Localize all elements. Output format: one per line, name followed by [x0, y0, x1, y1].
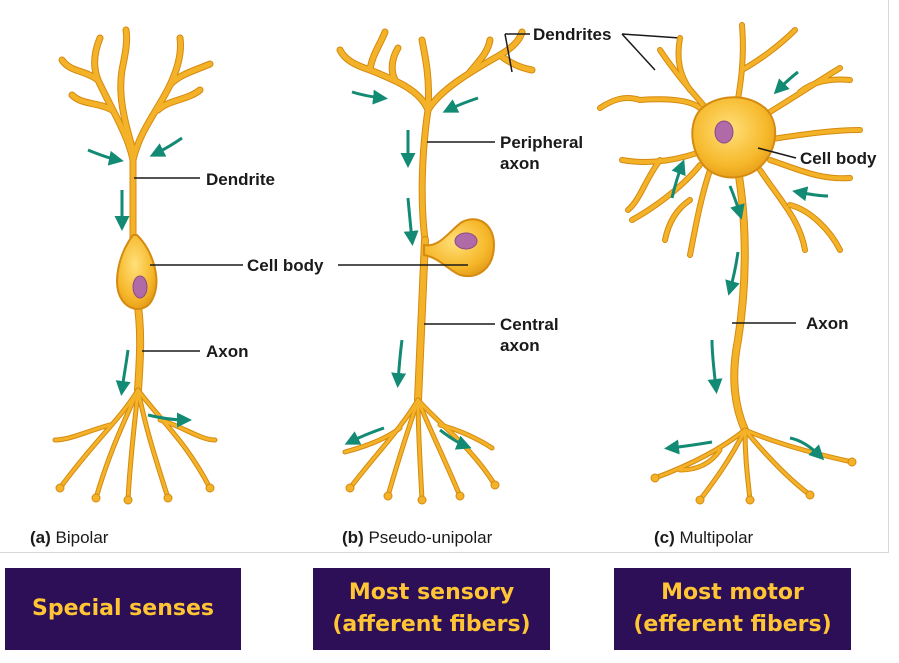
- caption-pseudo-unipolar: (b) Pseudo-unipolar: [342, 528, 492, 548]
- label-central-axon-line1: Central: [500, 315, 559, 334]
- caption-bipolar-letter: (a): [30, 528, 51, 547]
- label-central-axon-line2: axon: [500, 336, 540, 355]
- figure-bottom-border: [0, 552, 889, 553]
- caption-bipolar: (a) Bipolar: [30, 528, 108, 548]
- figure-right-border: [888, 0, 889, 553]
- label-peripheral-axon-line1: Peripheral: [500, 133, 584, 152]
- box-most-sensory-line1: Most sensory: [348, 580, 515, 605]
- label-axon-a: Axon: [206, 342, 249, 361]
- label-axon-c: Axon: [806, 314, 849, 333]
- pseudo-unipolar-neuron: [336, 28, 536, 505]
- caption-pseudo-unipolar-text: Pseudo-unipolar: [368, 528, 493, 547]
- box-special-senses-text: Special senses: [32, 596, 214, 621]
- neuron-types-figure: [52, 22, 863, 505]
- box-most-motor-line1: Most motor: [661, 580, 804, 605]
- multipolar-flow-arrows: [664, 70, 829, 461]
- box-most-sensory: Most sensory (afferent fibers): [313, 568, 550, 650]
- box-most-motor: Most motor (efferent fibers): [614, 568, 851, 650]
- pseudo-unipolar-leader-lines: [338, 33, 681, 325]
- box-most-motor-line2: (efferent fibers): [633, 612, 832, 637]
- label-dendrite: Dendrite: [206, 170, 275, 189]
- label-peripheral-axon-line2: axon: [500, 154, 540, 173]
- bipolar-leader-lines: [134, 177, 243, 352]
- label-central-axon: Central axon: [500, 314, 559, 356]
- label-cell-body-a: Cell body: [247, 256, 324, 275]
- label-cell-body-c: Cell body: [800, 149, 877, 168]
- multipolar-neuron: [597, 22, 863, 505]
- box-special-senses: Special senses: [5, 568, 241, 650]
- multipolar-leader-lines: [732, 147, 797, 324]
- bipolar-neuron: [52, 26, 218, 505]
- bipolar-flow-arrows: [87, 136, 192, 428]
- caption-multipolar: (c) Multipolar: [654, 528, 753, 548]
- caption-bipolar-text: Bipolar: [55, 528, 109, 547]
- caption-multipolar-text: Multipolar: [679, 528, 754, 547]
- caption-multipolar-letter: (c): [654, 528, 675, 547]
- label-peripheral-axon: Peripheral axon: [500, 132, 583, 174]
- label-dendrites: Dendrites: [533, 25, 612, 44]
- box-most-sensory-line2: (afferent fibers): [332, 612, 531, 637]
- caption-pseudo-unipolar-letter: (b): [342, 528, 364, 547]
- pseudo-unipolar-flow-arrows: [344, 89, 479, 450]
